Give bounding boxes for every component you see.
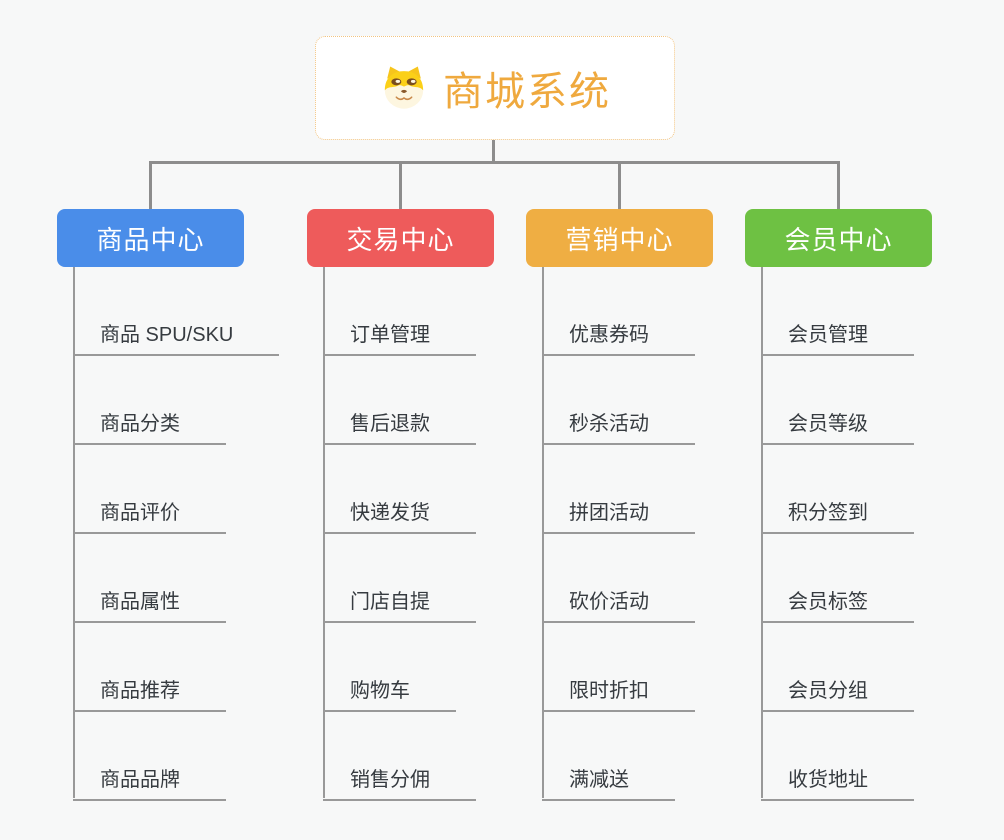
branch-header-marketing-center[interactable]: 营销中心 bbox=[526, 209, 713, 267]
connector-drop-trade bbox=[399, 161, 402, 209]
branch-member-center: 会员中心 会员管理 会员等级 积分签到 会员标签 会员分组 收货地址 bbox=[745, 209, 932, 801]
shiba-dog-icon bbox=[379, 65, 429, 111]
leaf-label: 商品分类 bbox=[73, 412, 226, 445]
leaf-label: 会员等级 bbox=[761, 412, 914, 445]
leaf-node[interactable]: 商品品牌 bbox=[57, 712, 244, 801]
leaf-label: 优惠券码 bbox=[542, 323, 695, 356]
leaf-label: 售后退款 bbox=[323, 412, 476, 445]
leaf-label: 会员标签 bbox=[761, 590, 914, 623]
leaf-label: 满减送 bbox=[542, 768, 675, 801]
leaf-node[interactable]: 会员等级 bbox=[745, 356, 932, 445]
connector-root-stem bbox=[492, 140, 495, 164]
leaf-node[interactable]: 快递发货 bbox=[307, 445, 494, 534]
leaf-node[interactable]: 积分签到 bbox=[745, 445, 932, 534]
leaf-label: 订单管理 bbox=[323, 323, 476, 356]
connector-trunk bbox=[149, 161, 840, 164]
leaf-node[interactable]: 售后退款 bbox=[307, 356, 494, 445]
leaf-label: 会员分组 bbox=[761, 679, 914, 712]
leaf-label: 销售分佣 bbox=[323, 768, 476, 801]
leaf-node[interactable]: 购物车 bbox=[307, 623, 494, 712]
branch-spine bbox=[323, 267, 325, 798]
leaf-label: 会员管理 bbox=[761, 323, 914, 356]
leaf-node[interactable]: 商品评价 bbox=[57, 445, 244, 534]
leaf-node[interactable]: 秒杀活动 bbox=[526, 356, 713, 445]
leaf-label: 商品推荐 bbox=[73, 679, 226, 712]
leaf-label: 商品品牌 bbox=[73, 768, 226, 801]
branch-spine bbox=[761, 267, 763, 798]
connector-drop-member bbox=[837, 161, 840, 209]
leaf-node[interactable]: 订单管理 bbox=[307, 267, 494, 356]
branch-product-center: 商品中心 商品 SPU/SKU 商品分类 商品评价 商品属性 商品推荐 商品品牌 bbox=[57, 209, 280, 801]
connector-drop-product bbox=[149, 161, 152, 209]
branch-header-member-center[interactable]: 会员中心 bbox=[745, 209, 932, 267]
leaf-node[interactable]: 满减送 bbox=[526, 712, 713, 801]
branch-spine bbox=[73, 267, 75, 798]
branch-trade-center: 交易中心 订单管理 售后退款 快递发货 门店自提 购物车 销售分佣 bbox=[307, 209, 494, 801]
leaf-node[interactable]: 会员管理 bbox=[745, 267, 932, 356]
branch-leaves-trade: 订单管理 售后退款 快递发货 门店自提 购物车 销售分佣 bbox=[307, 267, 494, 801]
leaf-node[interactable]: 门店自提 bbox=[307, 534, 494, 623]
leaf-label: 商品属性 bbox=[73, 590, 226, 623]
leaf-node[interactable]: 拼团活动 bbox=[526, 445, 713, 534]
leaf-label: 商品评价 bbox=[73, 501, 226, 534]
leaf-node[interactable]: 会员分组 bbox=[745, 623, 932, 712]
connector-drop-marketing bbox=[618, 161, 621, 209]
leaf-node[interactable]: 砍价活动 bbox=[526, 534, 713, 623]
root-title: 商城系统 bbox=[443, 70, 611, 114]
leaf-node[interactable]: 会员标签 bbox=[745, 534, 932, 623]
leaf-label: 砍价活动 bbox=[542, 590, 695, 623]
branch-spine bbox=[542, 267, 544, 798]
leaf-label: 购物车 bbox=[323, 679, 456, 712]
leaf-label: 拼团活动 bbox=[542, 501, 695, 534]
branch-marketing-center: 营销中心 优惠券码 秒杀活动 拼团活动 砍价活动 限时折扣 满减送 bbox=[526, 209, 713, 801]
leaf-node[interactable]: 收货地址 bbox=[745, 712, 932, 801]
leaf-node[interactable]: 商品分类 bbox=[57, 356, 244, 445]
root-node-mall-system[interactable]: 商城系统 bbox=[315, 36, 675, 140]
leaf-node[interactable]: 商品推荐 bbox=[57, 623, 244, 712]
leaf-label: 门店自提 bbox=[323, 590, 476, 623]
leaf-node[interactable]: 销售分佣 bbox=[307, 712, 494, 801]
leaf-label: 收货地址 bbox=[761, 768, 914, 801]
leaf-node[interactable]: 商品 SPU/SKU bbox=[57, 267, 280, 356]
leaf-label: 商品 SPU/SKU bbox=[73, 323, 280, 356]
leaf-node[interactable]: 限时折扣 bbox=[526, 623, 713, 712]
leaf-label: 快递发货 bbox=[323, 501, 476, 534]
branch-leaves-product: 商品 SPU/SKU 商品分类 商品评价 商品属性 商品推荐 商品品牌 bbox=[57, 267, 280, 801]
branch-header-trade-center[interactable]: 交易中心 bbox=[307, 209, 494, 267]
leaf-label: 秒杀活动 bbox=[542, 412, 695, 445]
leaf-label: 积分签到 bbox=[761, 501, 914, 534]
branch-header-product-center[interactable]: 商品中心 bbox=[57, 209, 244, 267]
leaf-node[interactable]: 商品属性 bbox=[57, 534, 244, 623]
branch-leaves-marketing: 优惠券码 秒杀活动 拼团活动 砍价活动 限时折扣 满减送 bbox=[526, 267, 713, 801]
leaf-node[interactable]: 优惠券码 bbox=[526, 267, 713, 356]
leaf-label: 限时折扣 bbox=[542, 679, 695, 712]
branch-leaves-member: 会员管理 会员等级 积分签到 会员标签 会员分组 收货地址 bbox=[745, 267, 932, 801]
